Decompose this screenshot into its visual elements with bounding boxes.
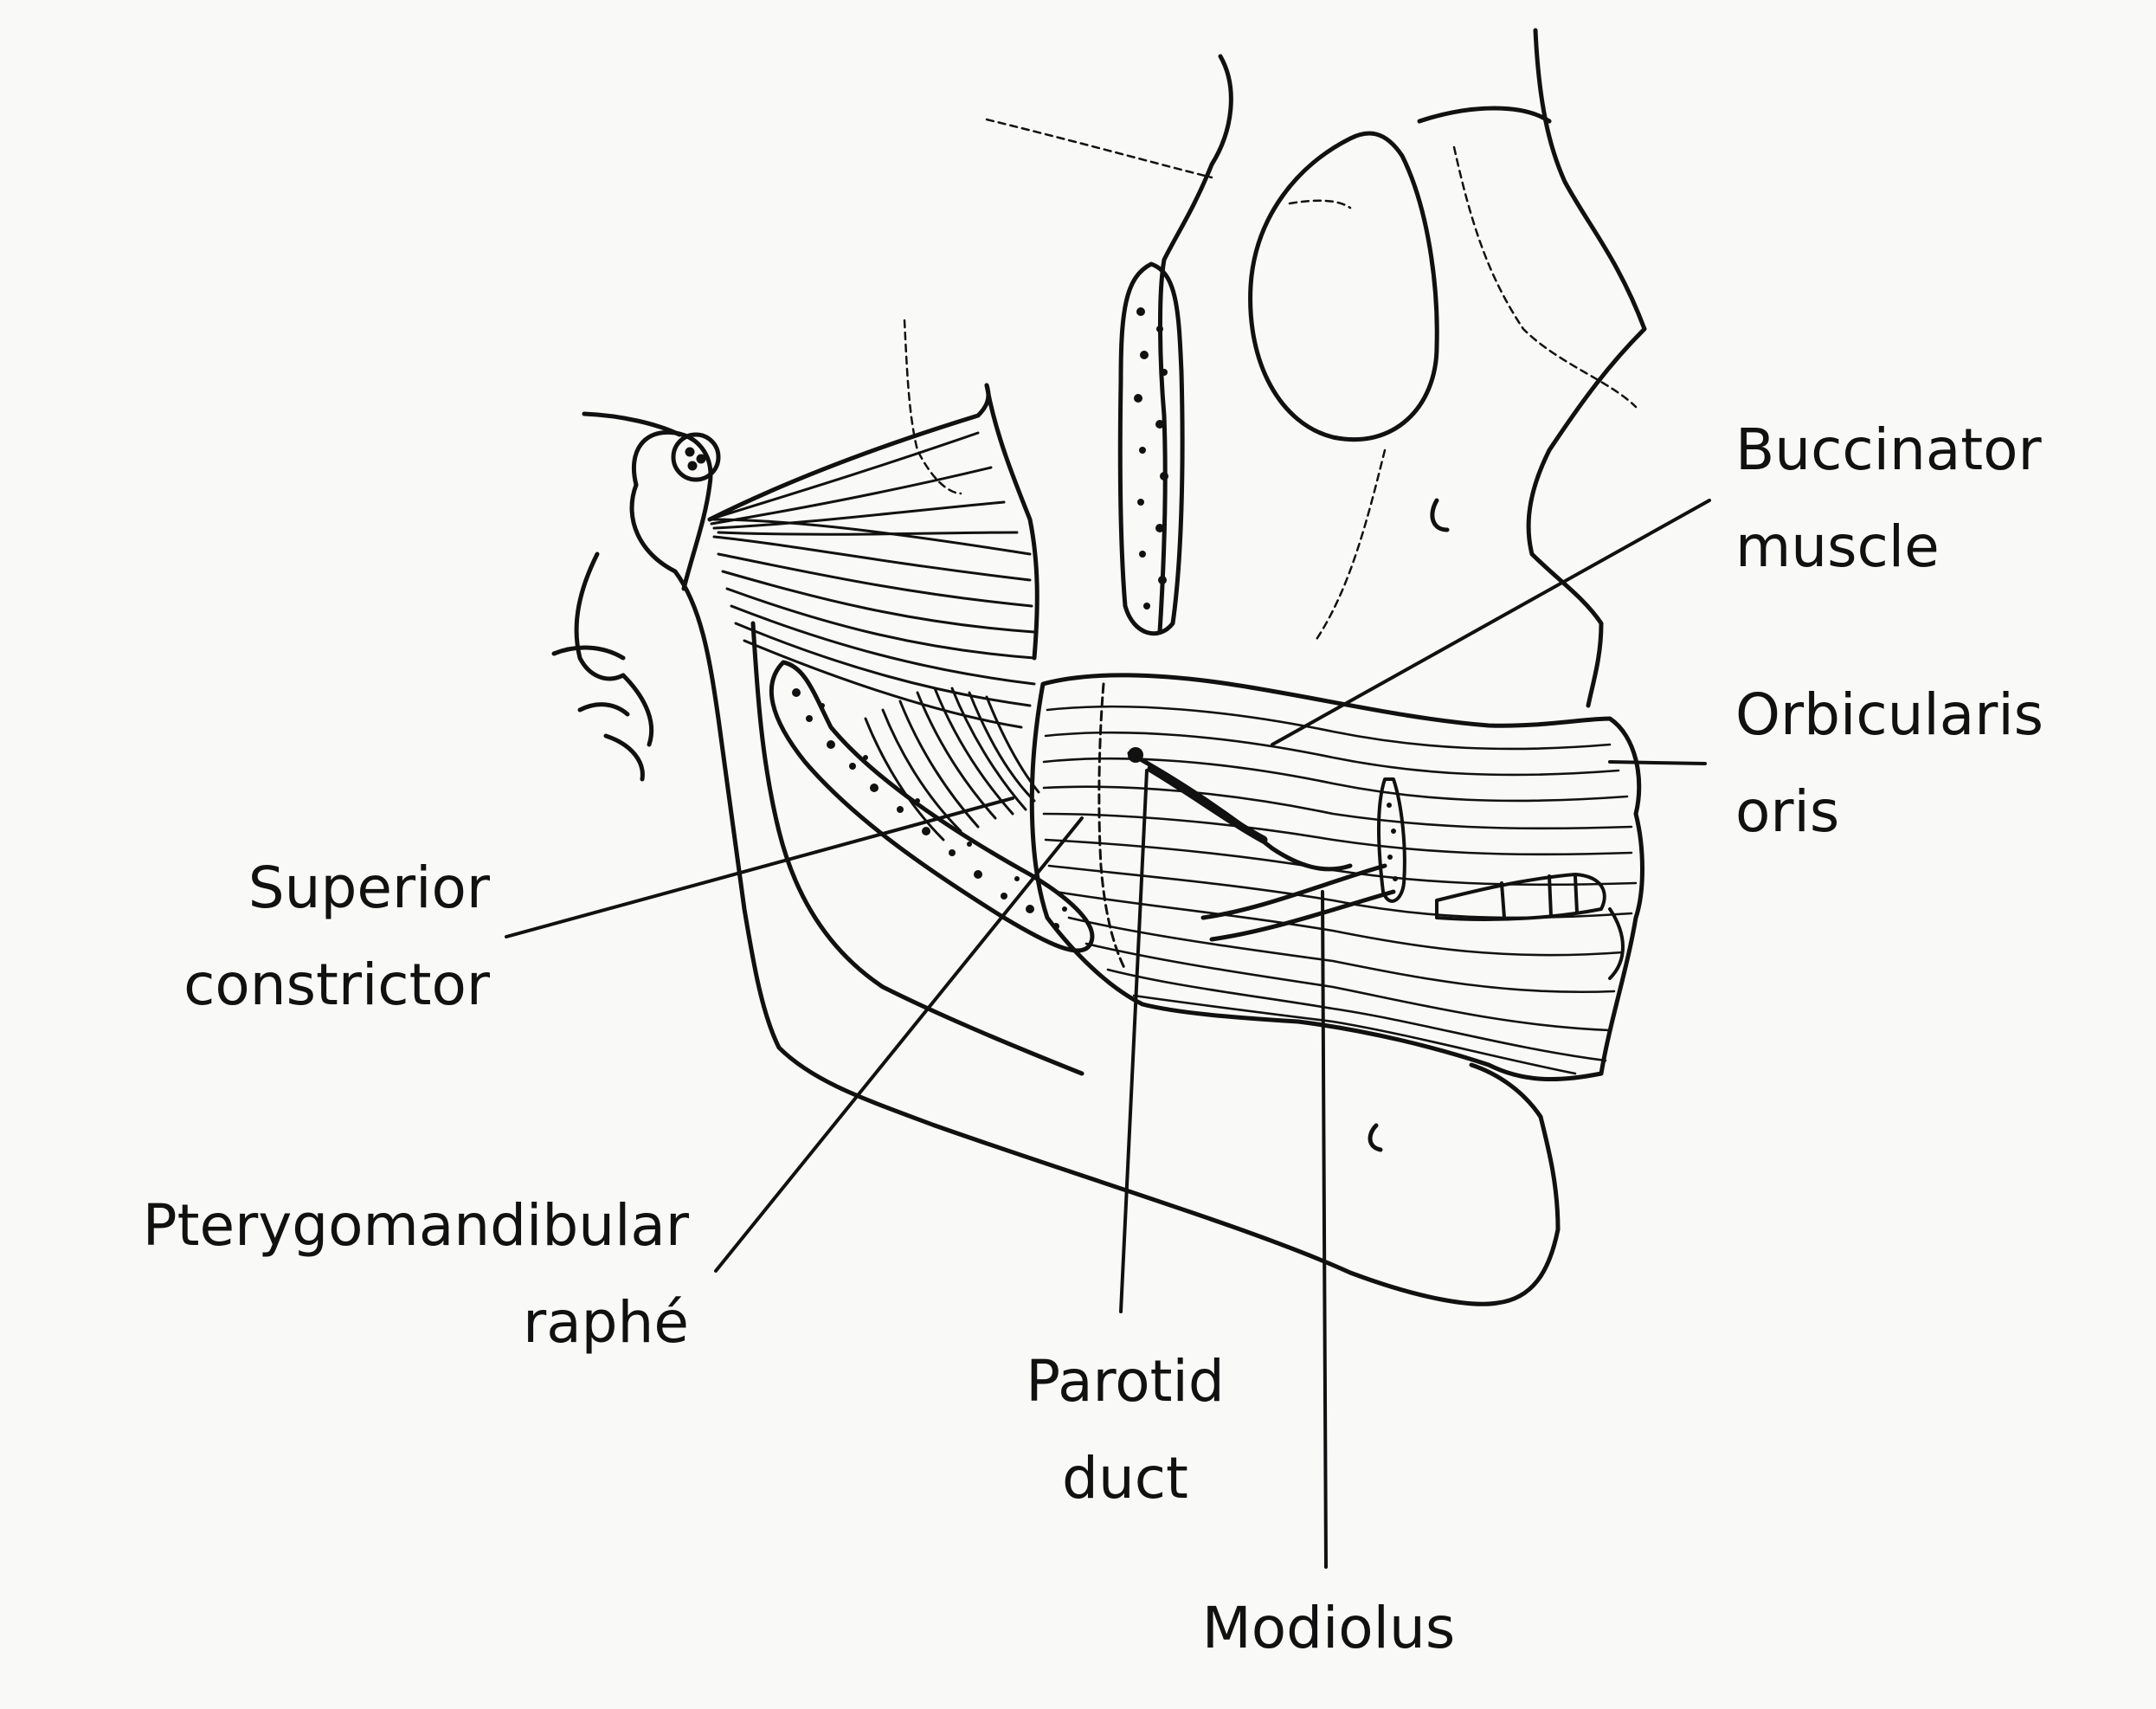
pterygomandibular-label-line2: raphé <box>523 1289 689 1356</box>
pterygomandibular-label: Pterygomandibular raphé <box>143 1177 689 1371</box>
superior-constrictor-label: Superior constrictor <box>183 840 490 1034</box>
orbicularis-label: Orbicularis oris <box>1735 667 2043 861</box>
leader-parotid <box>1119 769 1149 1313</box>
buccinator-label-line2: muscle <box>1735 513 1940 580</box>
modiolus-label: Modiolus <box>1164 1580 1493 1677</box>
parotid-label: Parotid duct <box>1004 1333 1246 1527</box>
skull-outline <box>1157 28 1647 708</box>
zygomatic-process <box>1117 261 1185 636</box>
pterygomandibular-label-line1: Pterygomandibular <box>142 1192 689 1259</box>
modiolus-label-line1: Modiolus <box>1201 1595 1456 1661</box>
leader-modiolus <box>1321 890 1328 1569</box>
buccinator-label: Buccinator muscle <box>1735 402 2042 596</box>
mandible-outline <box>551 429 1561 1306</box>
styloid-circle <box>582 411 721 482</box>
leader-buccinator <box>1271 499 1711 746</box>
leader-orbicularis <box>1608 760 1707 765</box>
superior-constrictor-label-line2: constrictor <box>183 951 490 1018</box>
leader-pterygomandibular <box>714 816 1084 1273</box>
buccinator-label-line1: Buccinator <box>1735 416 2042 483</box>
leader-superior-constrictor <box>505 796 1014 938</box>
orbicularis-label-line1: Orbicularis <box>1735 681 2044 748</box>
superior-constrictor-muscle <box>864 687 1040 842</box>
suture-lines <box>903 118 1638 642</box>
leader-lines <box>505 499 1711 1569</box>
orbicularis-label-line2: oris <box>1735 778 1840 845</box>
superior-constrictor-label-line1: Superior <box>248 854 490 921</box>
parotid-label-line2: duct <box>1062 1445 1188 1512</box>
parotid-label-line1: Parotid <box>1026 1348 1225 1415</box>
fan-muscle <box>707 383 1039 729</box>
teeth <box>1435 873 1625 980</box>
buccinator-muscle <box>1029 673 1644 1082</box>
